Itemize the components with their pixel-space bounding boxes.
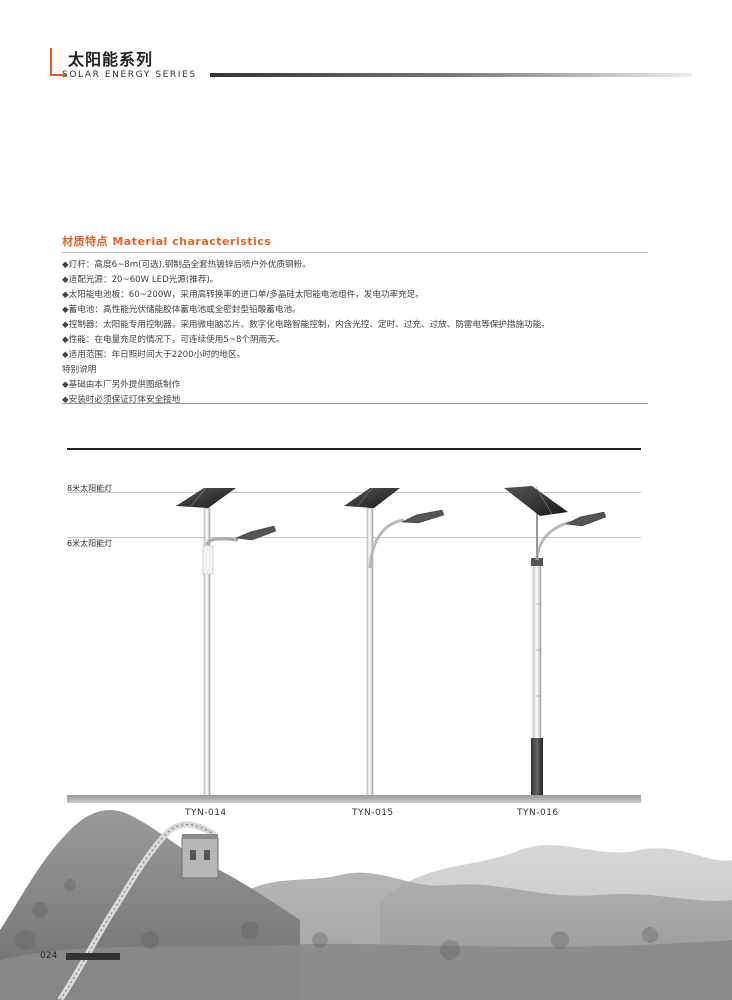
material-item: ◆控制器：太阳能专用控制器，采用微电脑芯片、数字化电路智能控制，内含光控、定时、… [62, 320, 550, 330]
height-reference-line-6m [67, 537, 641, 538]
material-item: ◆安装时必须保证灯体安全接地 [62, 395, 181, 405]
page-title: 太阳能系列 [68, 50, 154, 69]
page-number-bar [66, 953, 120, 960]
header-bracket-decoration [50, 48, 66, 76]
lamp-tyn-016 [504, 486, 607, 796]
material-item: ◆基础由本厂另外提供图纸制作 [62, 380, 181, 390]
lamp-tyn-015 [344, 487, 445, 797]
material-bottom-rule [62, 403, 648, 404]
material-item: ◆太阳能电池板：60~200W，采用高转换率的进口单/多晶硅太阳能电池组件，发电… [62, 290, 424, 300]
lamp-tyn-014 [176, 487, 277, 797]
model-label-tyn-014: TYN-014 [185, 808, 227, 818]
material-item: ◆性能：在电量充足的情况下，可连续使用5~8个阴雨天。 [62, 335, 285, 345]
material-item: ◆适配光源：20~60W LED光源(推荐)。 [62, 275, 219, 285]
street-lamp-illustrations [176, 486, 607, 797]
special-notes-label: 特别说明 [62, 365, 97, 375]
height-label-8m: 8米太阳能灯 [67, 484, 113, 493]
page-subtitle: SOLAR ENERGY SERIES [62, 70, 197, 80]
header-gradient-bar [210, 73, 692, 77]
model-label-tyn-016: TYN-016 [517, 808, 559, 818]
great-wall-landscape-image [0, 810, 732, 1000]
material-top-rule [62, 252, 648, 253]
material-list: ◆灯杆：高度6~8m(可选),钢制品全套热镀锌后喷户外优质钢粉。 ◆适配光源：2… [62, 258, 648, 408]
height-label-6m: 6米太阳能灯 [67, 539, 113, 548]
page-number: 024 [40, 951, 58, 961]
diagram-top-rule [67, 448, 641, 450]
material-item: ◆适用范围：年日照时间大于2200小时的地区。 [62, 350, 246, 360]
material-item: ◆蓄电池：高性能光伏储能胶体蓄电池或全密封型铅酸蓄电池。 [62, 305, 301, 315]
height-reference-line-8m [67, 492, 641, 493]
material-heading: 材质特点 Material characteristics [62, 235, 272, 248]
ground-baseline [67, 795, 641, 803]
model-label-tyn-015: TYN-015 [352, 808, 394, 818]
material-item: ◆灯杆：高度6~8m(可选),钢制品全套热镀锌后喷户外优质钢粉。 [62, 260, 311, 270]
